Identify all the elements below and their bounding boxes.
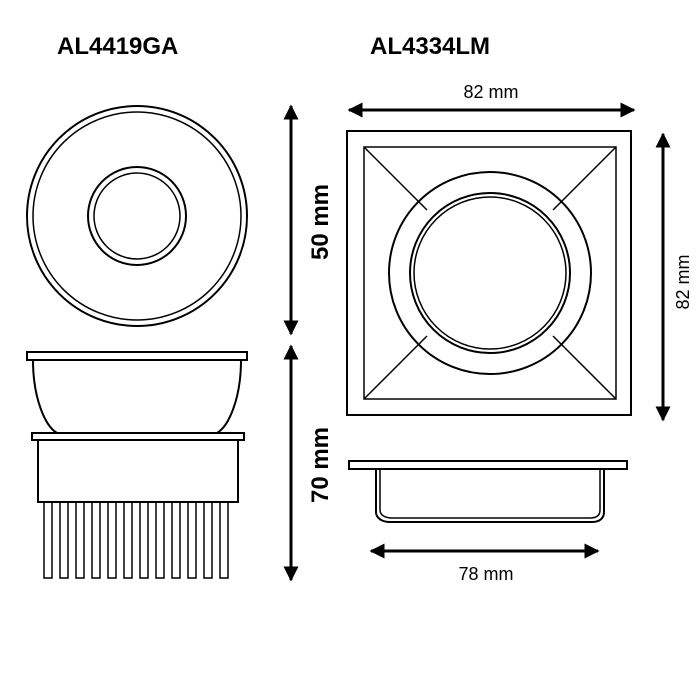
dim-label-82mm-top: 82 mm [463, 82, 518, 102]
width-dimensions: 82 mm 78 mm [347, 82, 636, 584]
side-dimension: 82 mm [655, 132, 693, 422]
model-title-left: AL4419GA [57, 33, 178, 60]
al4334lm-side-view [348, 460, 628, 523]
dim-label-70mm: 70 mm [307, 427, 334, 503]
model-title-right: AL4334LM [370, 33, 490, 60]
dim-label-50mm: 50 mm [307, 184, 334, 260]
dim-label-82mm-side: 82 mm [673, 254, 693, 309]
al4334lm-top-view [346, 130, 632, 416]
al4419ga-side-view [26, 351, 248, 579]
height-dimensions: 50 mm 70 mm [283, 104, 334, 582]
dim-label-78mm: 78 mm [458, 564, 513, 584]
heatsink-fins [43, 501, 229, 579]
al4419ga-top-view [26, 105, 248, 327]
